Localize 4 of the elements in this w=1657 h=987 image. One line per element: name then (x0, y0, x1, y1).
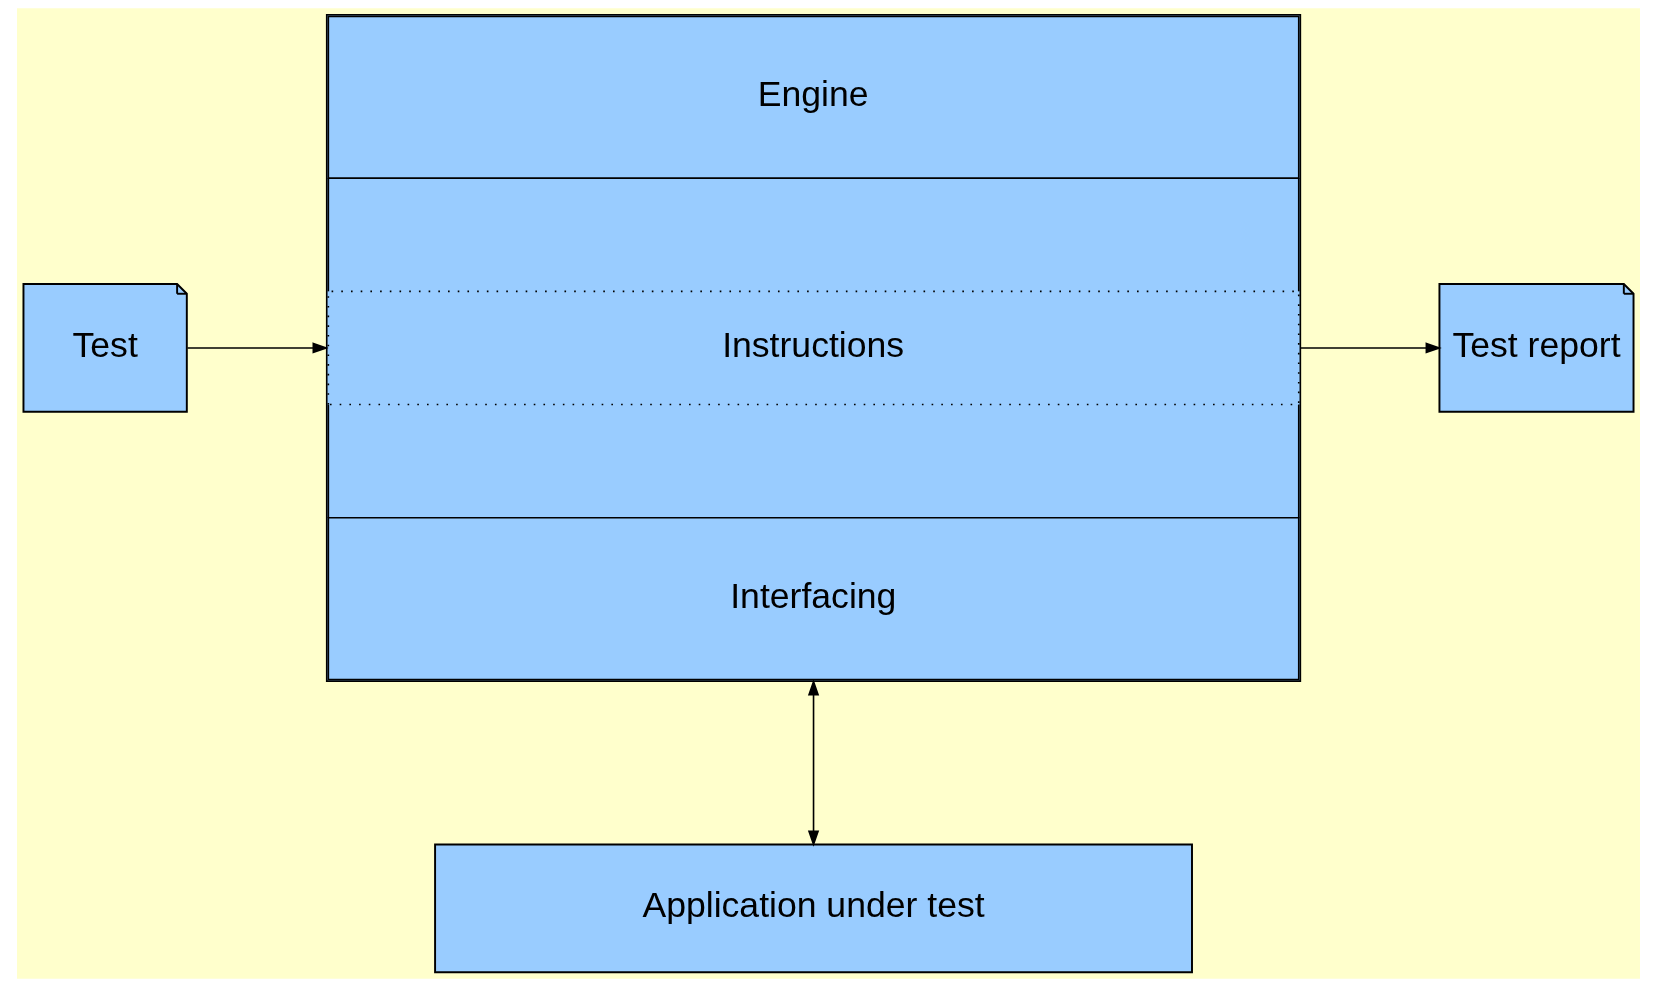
node-box: Application under test (434, 843, 1193, 974)
arrow (186, 342, 329, 354)
arrow (807, 679, 820, 847)
arrow (1299, 342, 1442, 354)
